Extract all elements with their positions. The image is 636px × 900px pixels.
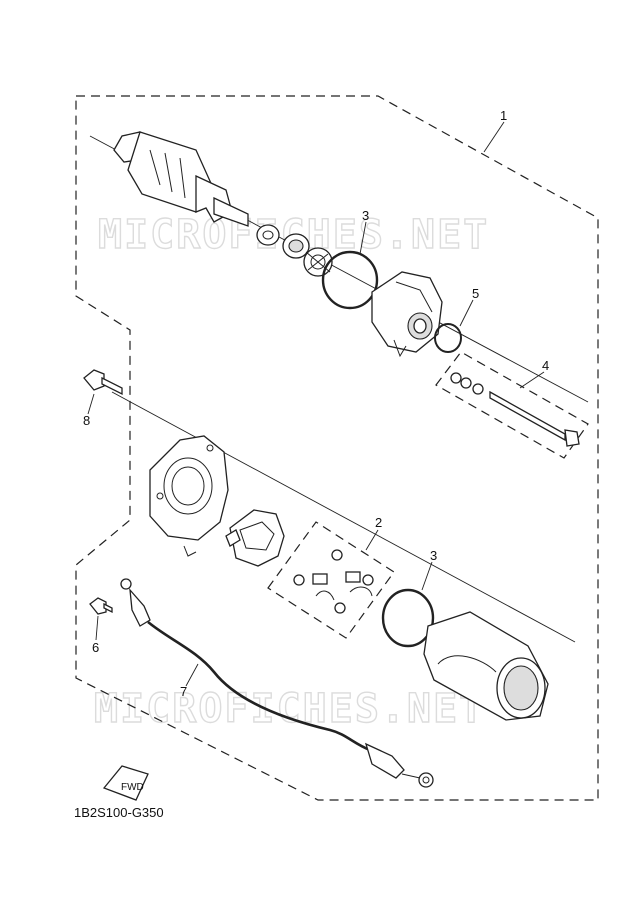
bolt-8-part [83,369,123,396]
o-ring-small-part [434,323,462,353]
callout-4: 4 [542,358,549,373]
front-cover-part [371,271,443,358]
callout-leaders [87,121,545,687]
assembly-boundary [75,95,599,801]
fwd-arrow-icon: FWD [102,765,149,801]
callout-2: 2 [375,515,382,530]
rear-cover-part [149,435,229,557]
callout-3-top: 3 [362,208,369,223]
callout-6: 6 [92,640,99,655]
starter-lead-part [120,578,434,788]
yoke-part [423,611,549,721]
callout-1: 1 [500,108,507,123]
axis-line-bottom [111,391,576,643]
brush-holder-part [225,509,285,567]
armature-part [113,131,249,227]
callout-7: 7 [180,684,187,699]
watermark-bottom: MICROFICHES.NET [94,686,485,732]
o-ring-bottom-part [381,588,435,648]
o-ring-top-part [321,250,379,310]
callout-8: 8 [83,413,90,428]
drawing-code: 1B2S100-G350 [74,805,164,820]
brush-set-boundary [267,521,395,639]
through-bolt-part [450,372,580,447]
washer-part [256,224,280,246]
bolt-6-part [89,597,113,615]
brush-parts [293,549,374,614]
callout-5: 5 [472,286,479,301]
fwd-label: FWD [121,782,144,793]
callout-3-bottom: 3 [430,548,437,563]
through-bolt-boundary [435,351,589,459]
